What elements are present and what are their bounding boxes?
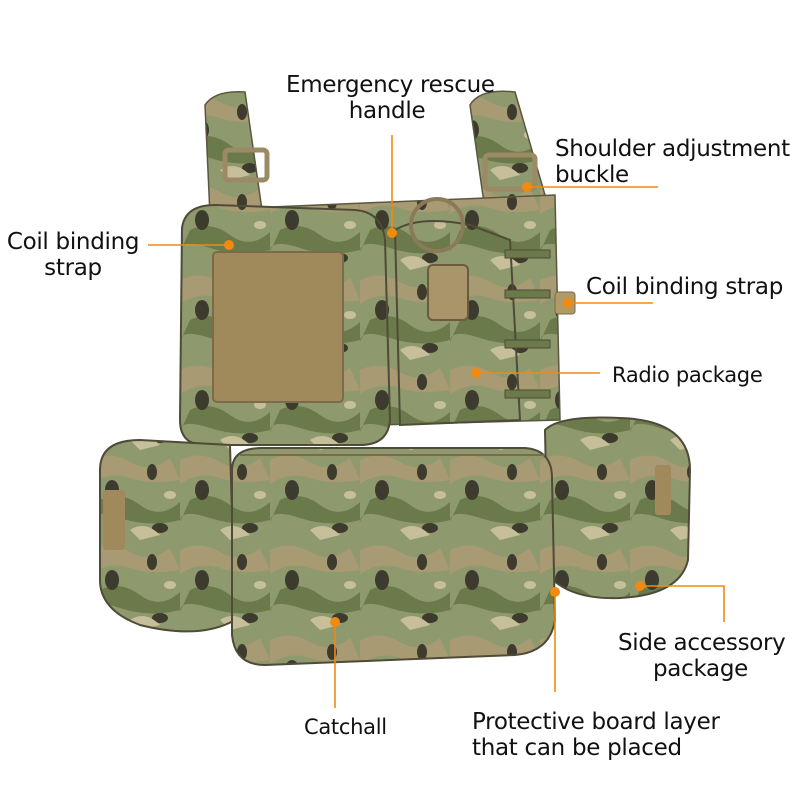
label-emergency-rescue-handle: Emergency rescue handle [286, 72, 495, 124]
label-line: Catchall [304, 715, 387, 739]
label-line: buckle [555, 162, 629, 188]
label-line: Emergency rescue [286, 72, 495, 98]
label-coil-binding-strap-left: Coil binding strap [4, 229, 142, 281]
right-buckle [482, 152, 538, 192]
dot-radio [471, 368, 481, 378]
label-coil-binding-strap-right: Coil binding strap [586, 274, 783, 300]
label-side-accessory-package: Side accessory package [618, 630, 786, 682]
right-side-pouch [543, 416, 692, 600]
left-buckle [222, 147, 270, 183]
label-catchall: Catchall [304, 714, 387, 740]
dot-coil-right [563, 298, 573, 308]
radio-pouch [393, 220, 522, 427]
dot-rescue-handle [387, 228, 397, 238]
label-line: Side accessory [618, 630, 786, 656]
velcro-patch [212, 251, 344, 403]
label-protective-board-layer: Protective board layer that can be place… [472, 709, 720, 761]
dot-coil-left [224, 240, 234, 250]
label-line: Coil binding strap [586, 274, 784, 300]
rescue-handle-ring [409, 197, 465, 253]
label-shoulder-adjustment-buckle: Shoulder adjustment buckle [555, 136, 790, 188]
label-line: handle [348, 98, 426, 124]
dot-protective-board [550, 587, 560, 597]
label-radio-package: Radio package [612, 362, 763, 388]
label-line: that can be placed [472, 735, 682, 761]
left-shoulder-strap [204, 91, 263, 216]
dot-shoulder-buckle [522, 182, 532, 192]
label-line: Coil binding [6, 229, 140, 255]
label-line: package [653, 656, 748, 682]
dot-catchall [330, 617, 340, 627]
label-line: strap [44, 255, 102, 281]
radio-buckle [427, 264, 469, 321]
dot-side-accessory [635, 581, 645, 591]
label-line: Protective board layer [472, 709, 720, 735]
label-line: Radio package [612, 363, 763, 387]
right-shoulder-strap [469, 90, 546, 211]
left-side-pouch [99, 438, 237, 633]
label-line: Shoulder adjustment [555, 136, 790, 162]
